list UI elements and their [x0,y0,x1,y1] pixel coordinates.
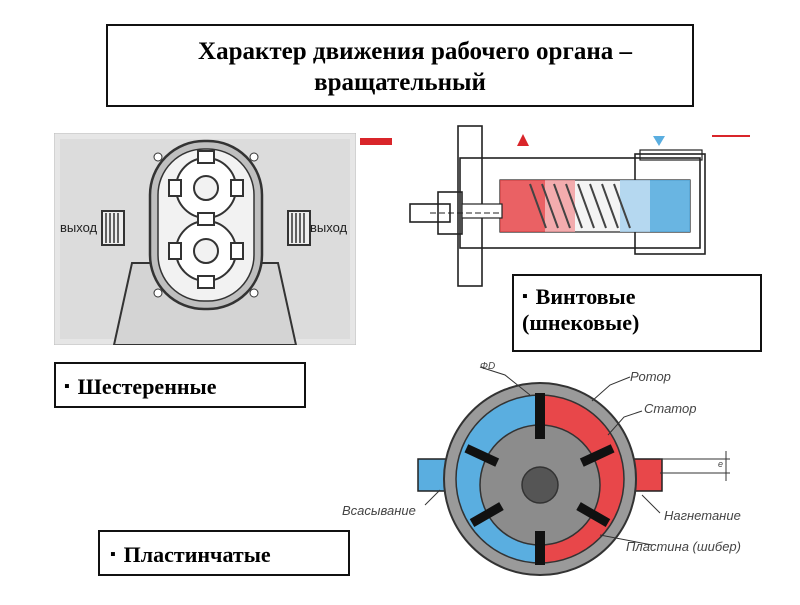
gear-pump-label: Шестеренные [77,374,217,399]
discharge-label: Нагнетание [664,508,741,523]
red-accent-line [712,135,750,137]
vane-pump-drawing: ФD Ротор Статор e Всасывание Нагнетание … [342,361,741,576]
bullet-icon: ▪ [64,378,70,395]
gear-pump-drawing: выход выход [53,132,357,346]
screw-pump-sublabel: (шнековые) [522,310,640,335]
title-line-2: вращательный [314,69,486,96]
screw-pump-label-box: ▪ Винтовые (шнековые) [512,274,762,352]
red-accent-mark [360,138,392,145]
inlet-arrow-icon [517,134,529,146]
stator-label: Статор [644,401,696,416]
eccentricity-label: e [718,459,723,469]
title-line-1: Характер движения рабочего органа – [198,38,632,65]
vane-pump-label-box: ▪ Пластинчатые [98,530,350,576]
outlet-arrow-icon [653,136,665,146]
gear-pump-label-box: ▪ Шестеренные [54,362,306,408]
gear-left-port-label: выход [60,220,98,235]
gear-right-port-label: выход [310,220,348,235]
vane-pump-illustration: ФD Ротор Статор e Всасывание Нагнетание … [330,355,770,600]
diameter-label: ФD [480,361,495,372]
rotor-label: Ротор [630,369,671,384]
suction-label: Всасывание [342,503,416,518]
title-box: Характер движения рабочего органа – вращ… [106,24,694,107]
gear-pump-illustration: выход выход [53,132,357,346]
bullet-icon: ▪ [110,546,116,563]
screw-pump-illustration [400,118,760,296]
bullet-icon: ▪ [522,288,528,305]
screw-pump-drawing [409,125,706,287]
vane-plate-label: Пластина (шибер) [626,539,741,554]
vane-pump-label: Пластинчатые [123,542,271,567]
screw-pump-label: Винтовые [535,284,636,309]
